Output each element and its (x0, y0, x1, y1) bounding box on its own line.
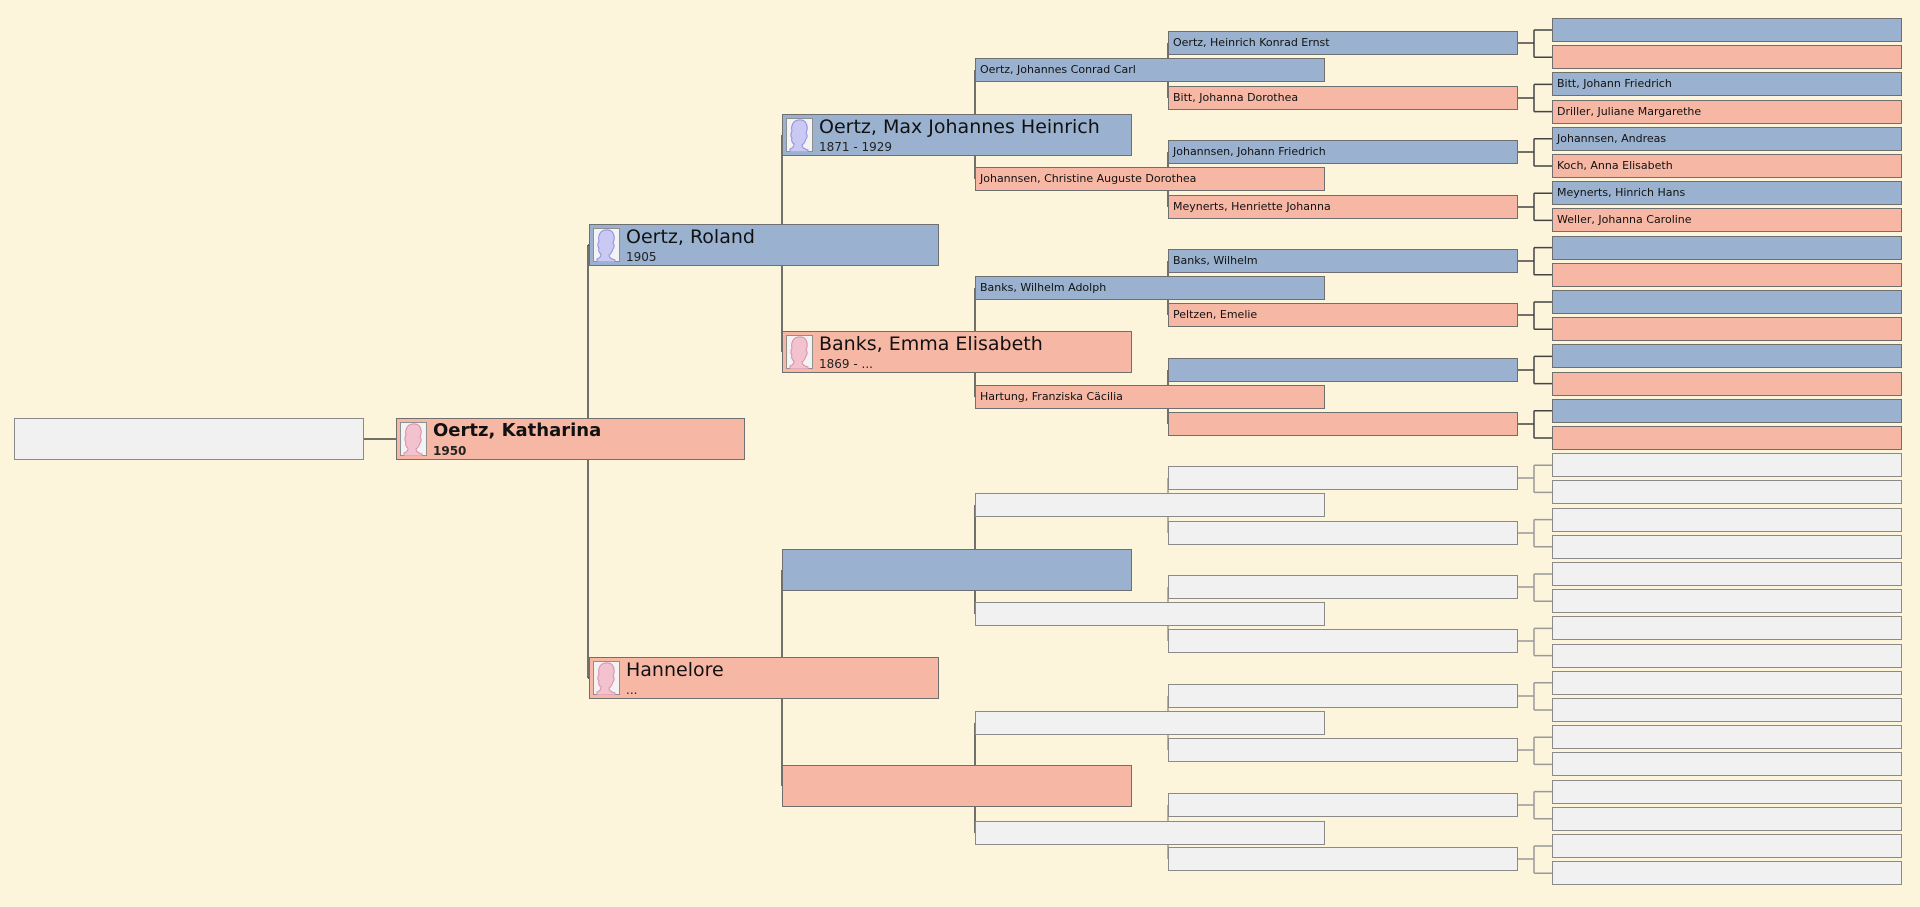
person-box-g5_26[interactable] (1552, 725, 1902, 749)
person-box-g5_30[interactable] (1552, 834, 1902, 858)
person-box-g5_23[interactable] (1552, 644, 1902, 668)
person-dates: 1869 - ... (819, 357, 873, 371)
person-box-g5_9[interactable] (1552, 263, 1902, 287)
person-box-g4_15[interactable] (1168, 847, 1518, 871)
person-box-g5_10[interactable] (1552, 290, 1902, 314)
person-name: Driller, Juliane Margarethe (1557, 105, 1702, 118)
person-box-g5_28[interactable] (1552, 780, 1902, 804)
person-dates: 1871 - 1929 (819, 140, 893, 154)
person-box-g5_25[interactable] (1552, 698, 1902, 722)
person-box-g4_7[interactable] (1168, 412, 1518, 436)
person-dates: 1905 (626, 250, 657, 264)
person-box-g5_19[interactable] (1552, 535, 1902, 559)
person-box-mm[interactable] (782, 765, 1132, 807)
person-box-g5_16[interactable] (1552, 453, 1902, 477)
person-box-g5_8[interactable] (1552, 236, 1902, 260)
person-box-g4_10[interactable] (1168, 575, 1518, 599)
person-box-fmm[interactable]: Hartung, Franziska Cäcilia (975, 385, 1325, 409)
person-box-g5_12[interactable] (1552, 344, 1902, 368)
person-box-g4_9[interactable] (1168, 521, 1518, 545)
person-box-mff[interactable] (975, 493, 1325, 517)
person-box-root[interactable]: Oertz, Katharina 1950 (396, 418, 745, 460)
person-box-g5_0[interactable] (1552, 18, 1902, 42)
person-box-g4_1[interactable]: Bitt, Johanna Dorothea (1168, 86, 1518, 110)
person-name: Johannsen, Johann Friedrich (1173, 145, 1326, 158)
person-box-g5_20[interactable] (1552, 562, 1902, 586)
person-box-mother[interactable]: Hannelore... (589, 657, 939, 699)
person-name: Bitt, Johann Friedrich (1557, 77, 1672, 90)
person-name: Oertz, Heinrich Konrad Ernst (1173, 36, 1330, 49)
person-box-g4_8[interactable] (1168, 466, 1518, 490)
person-box-fmf[interactable]: Banks, Wilhelm Adolph (975, 276, 1325, 300)
person-name: Oertz, Roland (626, 226, 755, 248)
person-box-g5_17[interactable] (1552, 480, 1902, 504)
person-name: Oertz, Max Johannes Heinrich (819, 116, 1100, 138)
female-silhouette-icon (400, 422, 427, 456)
person-name: Bitt, Johanna Dorothea (1173, 91, 1299, 104)
person-box-ff[interactable]: Oertz, Max Johannes Heinrich 1871 - 1929 (782, 114, 1132, 156)
person-box-g5_2[interactable]: Bitt, Johann Friedrich (1552, 72, 1902, 96)
person-box-g5_22[interactable] (1552, 616, 1902, 640)
male-silhouette-icon (786, 118, 813, 152)
person-box-g5_27[interactable] (1552, 752, 1902, 776)
person-box-g5_11[interactable] (1552, 317, 1902, 341)
person-box-g5_31[interactable] (1552, 861, 1902, 885)
person-name: Meynerts, Hinrich Hans (1557, 186, 1686, 199)
male-silhouette-icon (593, 228, 620, 262)
person-name: Hartung, Franziska Cäcilia (980, 390, 1123, 403)
person-box-g4_2[interactable]: Johannsen, Johann Friedrich (1168, 140, 1518, 164)
person-box-g5_18[interactable] (1552, 508, 1902, 532)
person-name: Koch, Anna Elisabeth (1557, 159, 1673, 172)
person-name: Johannsen, Christine Auguste Dorothea (980, 172, 1197, 185)
person-name: Banks, Emma Elisabeth (819, 333, 1043, 355)
person-box-mmm[interactable] (975, 821, 1325, 845)
person-box-g4_11[interactable] (1168, 629, 1518, 653)
person-box-father[interactable]: Oertz, Roland 1905 (589, 224, 939, 266)
person-name: Meynerts, Henriette Johanna (1173, 200, 1331, 213)
person-name: Peltzen, Emelie (1173, 308, 1258, 321)
person-box-g4_6[interactable] (1168, 358, 1518, 382)
person-box-g5_24[interactable] (1552, 671, 1902, 695)
person-box-g4_14[interactable] (1168, 793, 1518, 817)
person-box-g5_1[interactable] (1552, 45, 1902, 69)
person-box-g5_29[interactable] (1552, 807, 1902, 831)
person-box-g5_4[interactable]: Johannsen, Andreas (1552, 127, 1902, 151)
person-box-g5_14[interactable] (1552, 399, 1902, 423)
person-box-mmf[interactable] (975, 711, 1325, 735)
person-box-child[interactable] (14, 418, 364, 460)
person-name: Weller, Johanna Caroline (1557, 213, 1692, 226)
female-silhouette-icon (593, 661, 620, 695)
person-box-g5_21[interactable] (1552, 589, 1902, 613)
female-silhouette-icon (786, 335, 813, 369)
person-box-g5_13[interactable] (1552, 372, 1902, 396)
person-dates: ... (626, 683, 638, 697)
person-name: Johannsen, Andreas (1557, 132, 1667, 145)
person-name: Banks, Wilhelm Adolph (980, 281, 1107, 294)
person-box-mf[interactable] (782, 549, 1132, 591)
person-box-mfm[interactable] (975, 602, 1325, 626)
person-box-g4_12[interactable] (1168, 684, 1518, 708)
person-box-g4_3[interactable]: Meynerts, Henriette Johanna (1168, 195, 1518, 219)
person-box-g4_13[interactable] (1168, 738, 1518, 762)
person-box-g5_15[interactable] (1552, 426, 1902, 450)
person-box-ffm[interactable]: Johannsen, Christine Auguste Dorothea (975, 167, 1325, 191)
person-box-g4_4[interactable]: Banks, Wilhelm (1168, 249, 1518, 273)
person-box-g5_6[interactable]: Meynerts, Hinrich Hans (1552, 181, 1902, 205)
person-name: Oertz, Katharina (433, 420, 602, 441)
person-box-g5_5[interactable]: Koch, Anna Elisabeth (1552, 154, 1902, 178)
person-box-g5_3[interactable]: Driller, Juliane Margarethe (1552, 100, 1902, 124)
person-box-g4_0[interactable]: Oertz, Heinrich Konrad Ernst (1168, 31, 1518, 55)
person-box-g4_5[interactable]: Peltzen, Emelie (1168, 303, 1518, 327)
person-box-fff[interactable]: Oertz, Johannes Conrad Carl (975, 58, 1325, 82)
person-name: Banks, Wilhelm (1173, 254, 1258, 267)
person-dates: 1950 (433, 444, 467, 458)
person-name: Oertz, Johannes Conrad Carl (980, 63, 1136, 76)
person-name: Hannelore (626, 659, 724, 681)
person-box-g5_7[interactable]: Weller, Johanna Caroline (1552, 208, 1902, 232)
person-box-fm[interactable]: Banks, Emma Elisabeth 1869 - ... (782, 331, 1132, 373)
